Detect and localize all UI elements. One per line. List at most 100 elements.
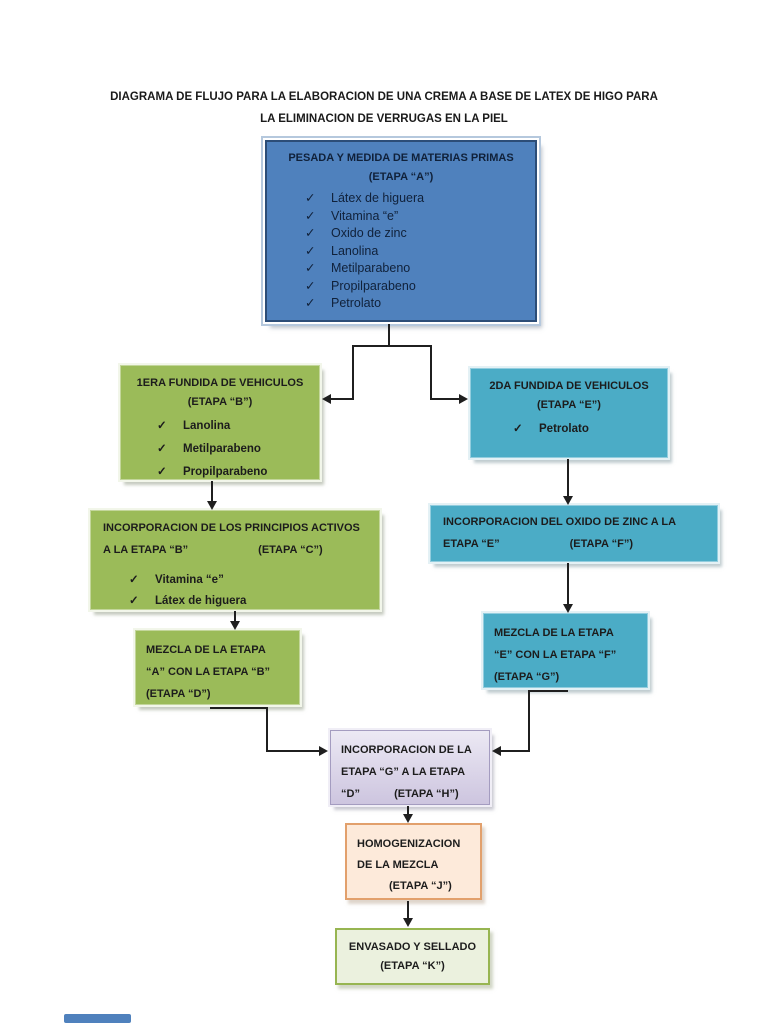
list-item: ✓ Oxido de zinc [305, 225, 525, 243]
node-etapa-g: MEZCLA DE LA ETAPA “E” CON LA ETAPA “F” … [483, 613, 648, 688]
node-etapa-j: HOMOGENIZACION DE LA MEZCLA (ETAPA “J”) [345, 823, 482, 900]
node-f-line2-row: ETAPA “E” (ETAPA “F”) [443, 536, 705, 552]
check-icon: ✓ [305, 191, 316, 205]
node-c-items: ✓ Vitamina “e” ✓ Látex de higuera [129, 570, 367, 612]
list-item: ✓ Látex de higuera [305, 190, 525, 208]
node-j-stage: (ETAPA “J”) [389, 880, 452, 892]
node-etapa-d: MEZCLA DE LA ETAPA “A” CON LA ETAPA “B” … [135, 630, 300, 705]
node-k-line1: ENVASADO Y SELLADO [348, 941, 477, 953]
list-item-label: Petrolato [539, 423, 589, 435]
node-a-title: PESADA Y MEDIDA DE MATERIAS PRIMAS [288, 152, 514, 164]
connector-to-b-horizontal [331, 398, 354, 400]
connector-split-horizontal [352, 345, 432, 347]
list-item-label: Lanolina [331, 243, 379, 258]
node-c-line2: A LA ETAPA “B” [103, 544, 189, 556]
spacer [188, 542, 258, 558]
check-icon: ✓ [305, 296, 316, 310]
list-item: ✓ Propilparabeno [305, 278, 525, 296]
list-item: ✓ Metilparabeno [305, 260, 525, 278]
arrowhead-into-g [563, 604, 573, 613]
connector-to-e-horizontal [430, 398, 460, 400]
connector-j-to-k [407, 901, 409, 919]
node-b-items: ✓ Lanolina ✓ Metilparabeno ✓ Propilparabeno [157, 415, 311, 484]
node-h-line2: ETAPA “G” A LA ETAPA [341, 766, 466, 778]
check-icon: ✓ [157, 420, 167, 432]
node-g-line2: “E” CON LA ETAPA “F” [494, 649, 617, 661]
arrowhead-into-h-left [319, 746, 328, 756]
node-a-items: ✓Látex de higuera ✓Vitamina “e” ✓Oxido d… [305, 190, 525, 313]
arrowhead-into-f [563, 496, 573, 505]
connector-d-to-h-horizontal [266, 750, 320, 752]
list-item-label: Propilparabeno [331, 278, 416, 293]
node-e-title: 2DA FUNDIDA DE VEHICULOS [489, 380, 649, 392]
arrowhead-into-h-right [492, 746, 501, 756]
connector-d-vertical [266, 707, 268, 752]
list-item: ✓ Látex de higuera [129, 591, 367, 612]
node-h-line3: “D” [341, 788, 360, 800]
list-item-label: Látex de higuera [331, 191, 425, 205]
node-c-stage: (ETAPA “C”) [258, 544, 323, 556]
diagram-title-line2: LA ELIMINACION DE VERRUGAS EN LA PIEL [260, 113, 508, 125]
node-g-line1: MEZCLA DE LA ETAPA [494, 627, 614, 639]
node-f-line2: ETAPA “E” [443, 538, 500, 550]
connector-split-left-vertical [352, 345, 354, 399]
list-item: ✓ Petrolato [305, 295, 525, 313]
connector-c-to-d [234, 611, 236, 622]
node-g-stage: (ETAPA “G”) [494, 671, 560, 683]
list-item: ✓ Propilparabeno [157, 461, 311, 484]
node-j-line2: DE LA MEZCLA [357, 859, 439, 871]
connector-d-bottom-horizontal [210, 707, 268, 709]
arrowhead-into-b [322, 394, 331, 404]
connector-e-to-f [567, 459, 569, 497]
check-icon: ✓ [305, 261, 316, 275]
check-icon: ✓ [157, 443, 167, 455]
node-etapa-a: PESADA Y MEDIDA DE MATERIAS PRIMAS (ETAP… [265, 140, 537, 322]
node-f-line1: INCORPORACION DEL OXIDO DE ZINC A LA [443, 516, 677, 528]
node-c-line1: INCORPORACION DE LOS PRINCIPIOS ACTIVOS [103, 522, 360, 534]
node-e-items: ✓Petrolato [513, 418, 659, 440]
check-icon: ✓ [129, 574, 139, 586]
node-etapa-b: 1ERA FUNDIDA DE VEHICULOS (ETAPA “B”) ✓L… [120, 365, 320, 480]
node-h-line3-row: “D” (ETAPA “H”) [341, 783, 479, 805]
node-etapa-h: INCORPORACION DE LA ETAPA “G” A LA ETAPA… [330, 730, 490, 805]
connector-a-split-vertical [388, 324, 390, 346]
connector-g-to-h-horizontal [501, 750, 530, 752]
list-item: ✓Lanolina [305, 243, 525, 261]
connector-f-to-g [567, 563, 569, 605]
list-item: ✓ Metilparabeno [157, 438, 311, 461]
check-icon: ✓ [129, 595, 139, 607]
node-etapa-f: INCORPORACION DEL OXIDO DE ZINC A LA ETA… [430, 505, 718, 562]
node-f-stage: (ETAPA “F”) [569, 538, 633, 550]
next-page-peek-bar [64, 1014, 131, 1023]
connector-b-to-c [211, 481, 213, 502]
arrowhead-into-e [459, 394, 468, 404]
check-icon: ✓ [305, 226, 316, 240]
list-item-label: Propilparabeno [183, 466, 268, 478]
diagram-title: DIAGRAMA DE FLUJO PARA LA ELABORACION DE… [0, 86, 768, 130]
check-icon: ✓ [305, 278, 316, 293]
node-h-line1: INCORPORACION DE LA [341, 744, 472, 756]
list-item-label: Oxido de zinc [331, 226, 407, 240]
spacer [500, 536, 570, 552]
check-icon: ✓ [157, 466, 167, 478]
arrowhead-into-j [403, 814, 413, 823]
list-item-label: Petrolato [331, 296, 382, 310]
node-a-stage: (ETAPA “A”) [368, 171, 434, 183]
list-item-label: Látex de higuera [155, 595, 247, 607]
list-item-label: Metilparabeno [183, 443, 261, 455]
check-icon: ✓ [305, 208, 316, 223]
node-d-line2: “A” CON LA ETAPA “B” [146, 666, 271, 678]
list-item-label: Lanolina [183, 420, 231, 432]
list-item: ✓ Vitamina “e” [129, 570, 367, 591]
node-c-line2-row: A LA ETAPA “B” (ETAPA “C”) [103, 542, 367, 558]
diagram-title-line1: DIAGRAMA DE FLUJO PARA LA ELABORACION DE… [110, 91, 658, 103]
node-e-stage: (ETAPA “E”) [537, 399, 601, 411]
list-item-label: Metilparabeno [331, 261, 411, 275]
arrowhead-into-d [230, 621, 240, 630]
node-etapa-k: ENVASADO Y SELLADO (ETAPA “K”) [335, 928, 490, 985]
node-d-stage: (ETAPA “D”) [146, 688, 211, 700]
arrowhead-into-c [207, 501, 217, 510]
list-item-label: Vitamina “e” [155, 574, 224, 586]
node-j-line1: HOMOGENIZACION [357, 838, 461, 850]
